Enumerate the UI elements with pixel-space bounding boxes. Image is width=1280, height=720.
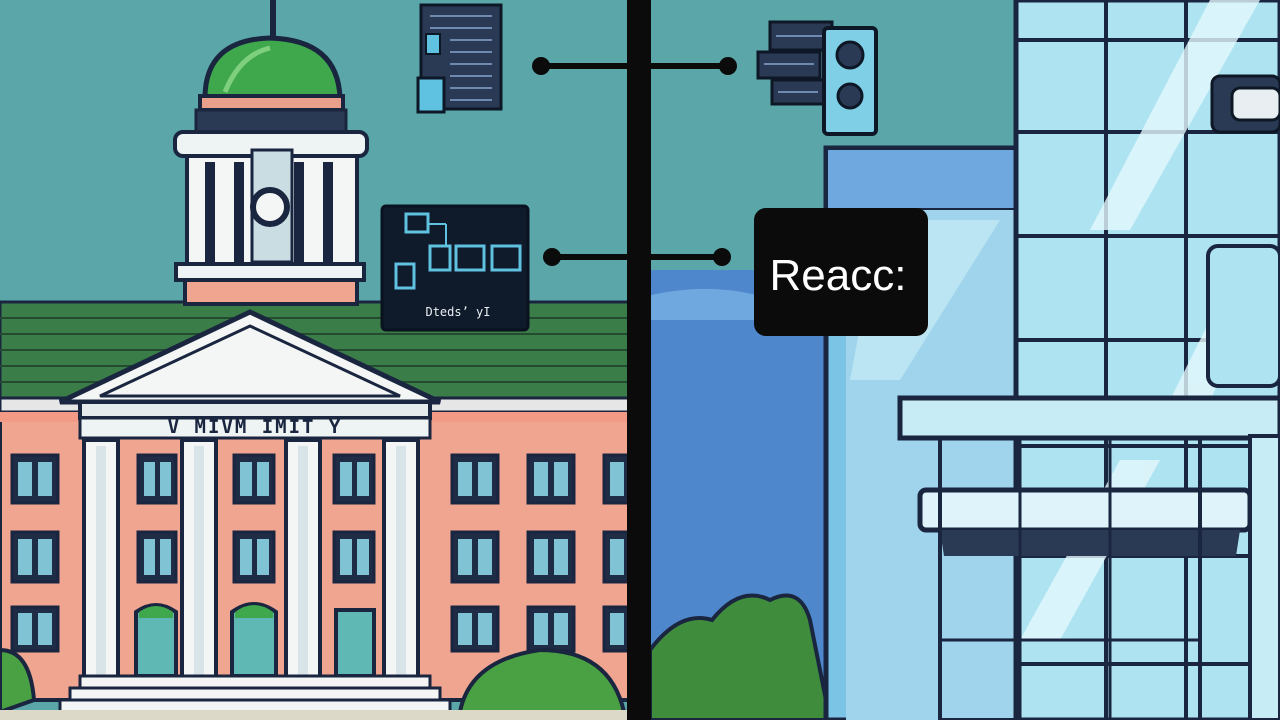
left-bushes [0, 647, 627, 715]
main-building [0, 309, 634, 714]
glass-tower [823, 0, 1280, 720]
dome-tower [173, 0, 369, 306]
circuit-gadget-right [756, 20, 878, 136]
left-ground [0, 710, 632, 720]
brand-label: Reacc: [770, 251, 907, 300]
building-sign: V MIVM IMIT Y [168, 416, 343, 438]
connector-nodes [532, 57, 737, 266]
center-divider [627, 0, 651, 720]
brand-label-box [754, 208, 928, 336]
screen-panel-caption: Dtedsʼ yI [425, 305, 490, 319]
circuit-gadget-top [416, 3, 503, 114]
screen-panel [380, 204, 530, 332]
